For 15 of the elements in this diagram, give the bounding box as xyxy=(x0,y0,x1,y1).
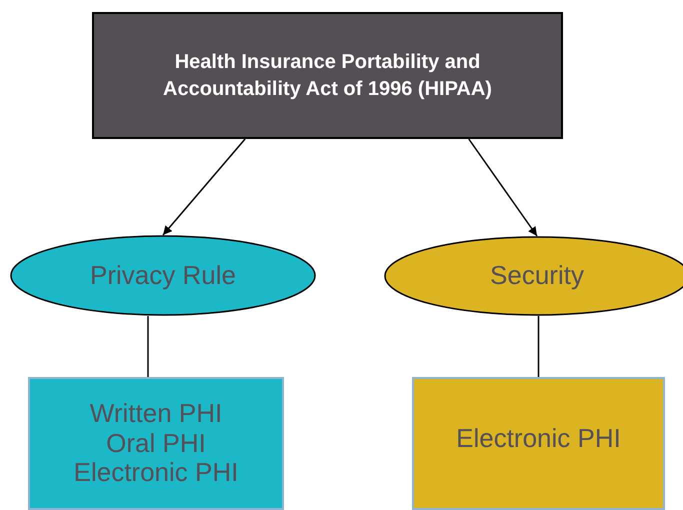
content-box xyxy=(412,377,665,510)
node-label: Oral PHI xyxy=(106,428,206,458)
arrow xyxy=(162,138,246,236)
content-box xyxy=(28,377,284,510)
node-label: Electronic PHI xyxy=(456,424,621,454)
rule-ellipse xyxy=(10,235,316,316)
node-label: Security xyxy=(490,261,584,291)
node-label: Electronic PHI xyxy=(74,458,238,488)
node-label: Written PHI xyxy=(90,398,222,429)
connector-line xyxy=(147,316,149,377)
connector-line xyxy=(538,316,540,377)
title-box xyxy=(92,12,563,139)
arrow xyxy=(468,138,538,236)
node-label: Health Insurance Portability and Accountability Act of 1996 (HIPAA) xyxy=(162,50,493,102)
node-label: Privacy Rule xyxy=(90,260,236,290)
